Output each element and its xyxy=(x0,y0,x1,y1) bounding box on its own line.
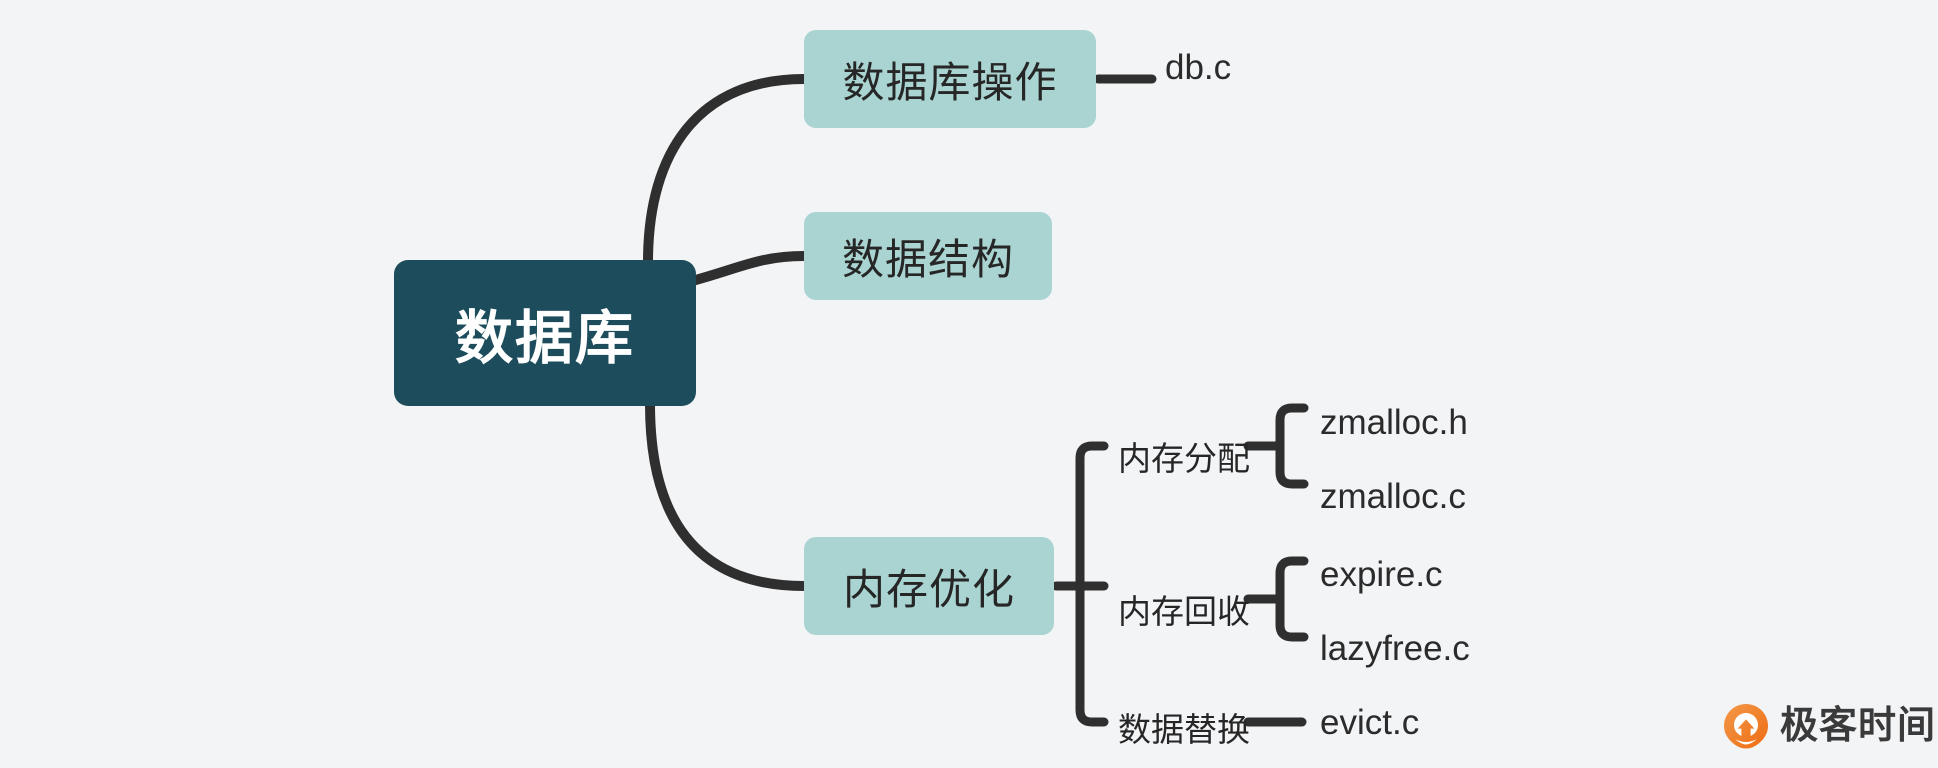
bracket-sub0 xyxy=(1275,403,1309,489)
branch-node-memory-optimization[interactable]: 内存优化 xyxy=(804,537,1054,635)
sub-node-label: 内存分配 xyxy=(1118,440,1250,477)
edge-root-to-branch-1 xyxy=(687,251,809,286)
watermark-brand-label: 极客时间 xyxy=(1780,705,1937,747)
branch-node-label: 内存优化 xyxy=(842,565,1015,613)
file-node-label: evict.c xyxy=(1320,703,1420,742)
file-node-expire-c[interactable]: expire.c xyxy=(1320,555,1443,595)
file-node-label: db.c xyxy=(1165,48,1232,87)
root-node-label: 数据库 xyxy=(454,306,635,371)
sub-node-memory-allocation[interactable]: 内存分配 xyxy=(1118,432,1250,480)
edge-root-to-branch-2 xyxy=(645,399,809,591)
location-pin-icon xyxy=(1724,704,1768,749)
bracket-sub1 xyxy=(1275,556,1309,642)
file-node-label: expire.c xyxy=(1320,555,1443,594)
file-node-zmalloc-h[interactable]: zmalloc.h xyxy=(1320,403,1468,443)
bracket-branch2 xyxy=(1075,441,1109,727)
sub-node-memory-reclaim[interactable]: 内存回收 xyxy=(1118,585,1250,633)
root-node[interactable]: 数据库 xyxy=(394,260,696,406)
branch-node-label: 数据结构 xyxy=(841,235,1014,283)
file-node-label: lazyfree.c xyxy=(1320,629,1470,668)
branch-node-data-structure[interactable]: 数据结构 xyxy=(804,212,1052,300)
file-node-lazyfree-c[interactable]: lazyfree.c xyxy=(1320,629,1470,669)
sub-node-data-eviction[interactable]: 数据替换 xyxy=(1118,703,1250,751)
file-node-db-c[interactable]: db.c xyxy=(1165,48,1231,88)
file-node-label: zmalloc.c xyxy=(1320,477,1466,516)
file-node-zmalloc-c[interactable]: zmalloc.c xyxy=(1320,477,1466,517)
branch-node-label: 数据库操作 xyxy=(842,58,1058,106)
sub-node-label: 数据替换 xyxy=(1118,711,1250,748)
file-node-label: zmalloc.h xyxy=(1320,403,1468,442)
watermark-logo: 极客时间 xyxy=(1722,702,1936,750)
edge-root-to-branch-0 xyxy=(643,74,809,267)
branch-node-database-operations[interactable]: 数据库操作 xyxy=(804,30,1096,128)
sub-node-label: 内存回收 xyxy=(1118,593,1250,630)
file-node-evict-c[interactable]: evict.c xyxy=(1320,703,1419,743)
